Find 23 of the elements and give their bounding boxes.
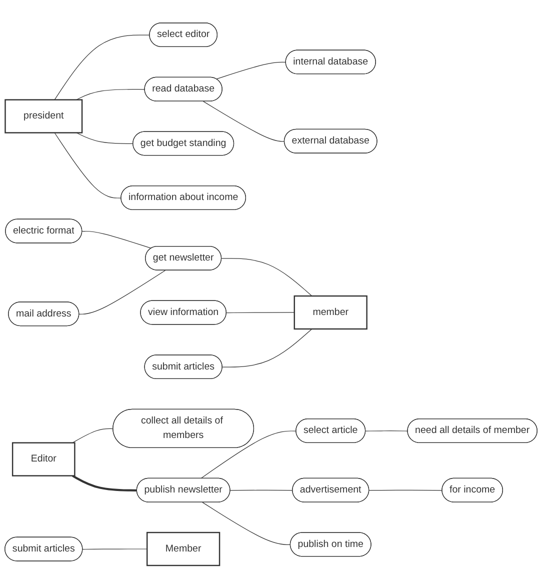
connector (230, 490, 293, 491)
connector (365, 430, 408, 432)
connector (368, 490, 443, 491)
connector (82, 548, 148, 550)
node-box: Member (146, 532, 220, 566)
connector (54, 132, 122, 198)
connector (221, 258, 312, 296)
connector (200, 430, 297, 479)
connector (72, 474, 137, 492)
connector (78, 270, 166, 314)
node-box: member (294, 295, 368, 330)
connector (202, 100, 285, 142)
node-box: Editor (12, 442, 76, 476)
connector (216, 62, 286, 80)
connector (76, 132, 134, 144)
connector (76, 88, 146, 100)
node-box: president (4, 99, 83, 134)
connector (72, 428, 114, 443)
connector (54, 34, 150, 100)
connector (82, 230, 152, 248)
connector (202, 502, 291, 545)
connector (222, 328, 312, 368)
connector (226, 312, 295, 313)
